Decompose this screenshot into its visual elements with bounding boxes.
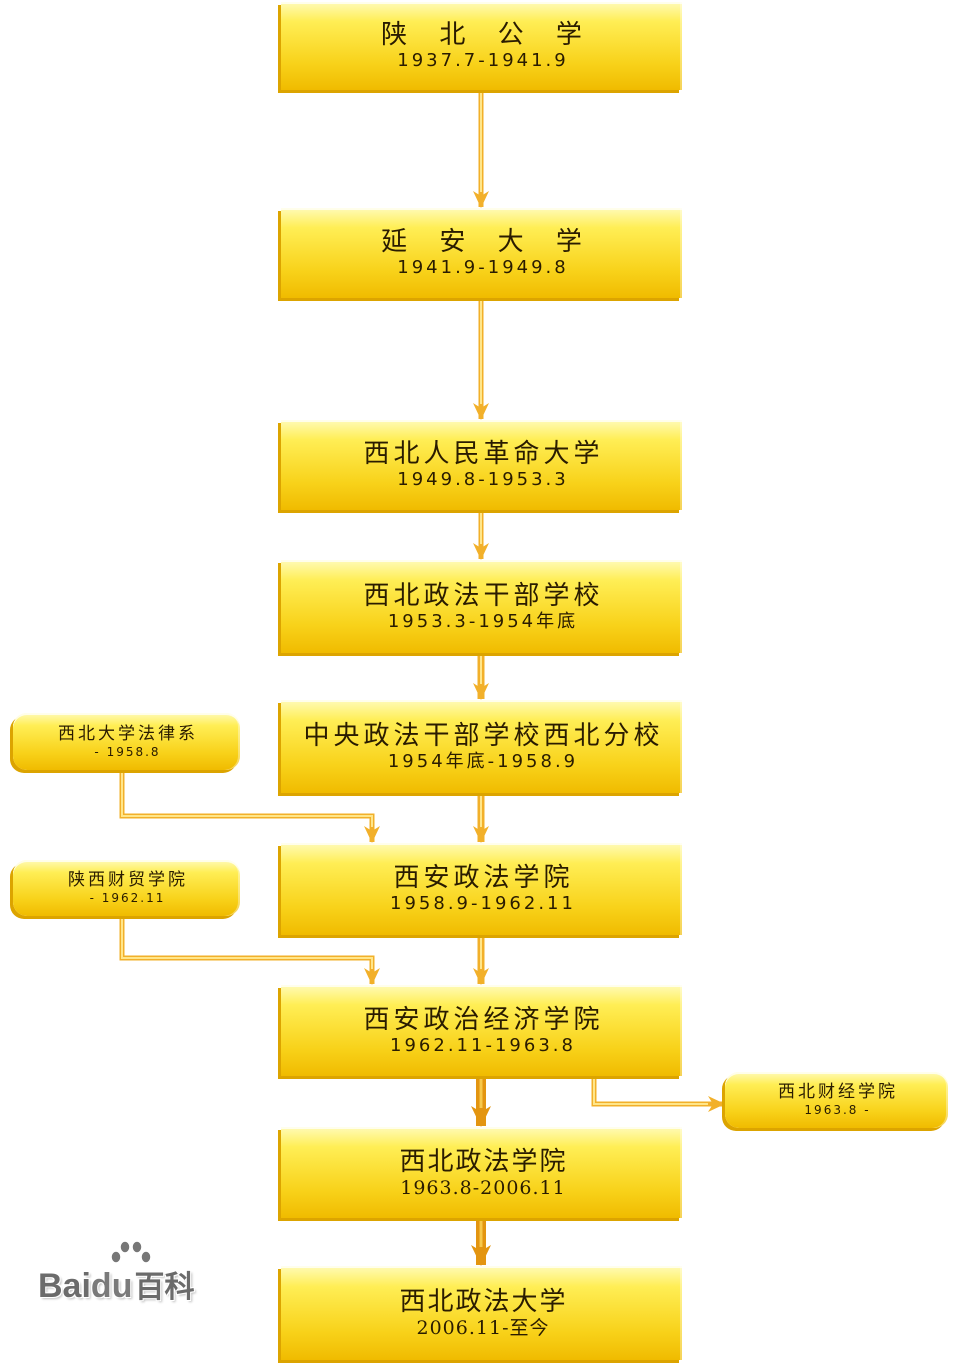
node-period: 1941.9-1949.8: [397, 257, 569, 278]
paw-toe: [110, 1250, 122, 1264]
node-zhongyang-zhengfa-xibei-fenxiao: 中央政法干部学校西北分校 1954年底-1958.9: [281, 700, 682, 793]
node-xibei-zhengfa-daxue: 西北政法大学 2006.11-至今: [281, 1266, 682, 1360]
paw-toe: [119, 1240, 131, 1254]
watermark-baike: 百科: [134, 1270, 195, 1305]
node-xibei-zhengfa-ganbu-xuexiao: 西北政法干部学校 1953.3-1954年底: [281, 560, 682, 653]
watermark-du: du: [90, 1267, 133, 1305]
node-name: 延 安 大 学: [381, 227, 586, 257]
side-node-period: - 1962.11: [89, 891, 166, 905]
side-node-period: 1963.8 -: [804, 1103, 871, 1117]
baidu-paw-icon: [110, 1240, 152, 1264]
node-period: 2006.11-至今: [416, 1317, 550, 1339]
side-node-xibei-daxue-falvxi: 西北大学法律系 - 1958.8: [13, 713, 240, 770]
node-period: 1958.9-1962.11: [390, 893, 576, 914]
node-name: 中央政法干部学校西北分校: [303, 720, 664, 751]
node-name: 西北政法学院: [399, 1146, 568, 1177]
node-period: 1963.8-2006.11: [400, 1176, 566, 1199]
node-name: 西安政治经济学院: [363, 1004, 604, 1035]
side-node-shaanxi-caimao-xueyuan: 陕西财贸学院 - 1962.11: [13, 860, 240, 916]
baidu-baike-watermark: Baidu百科: [38, 1262, 194, 1306]
node-xibei-renmin-geming-daxue: 西北人民革命大学 1949.8-1953.3: [281, 420, 682, 510]
watermark-bai: Bai: [38, 1267, 91, 1305]
node-period: 1953.3-1954年底: [387, 610, 579, 632]
node-xian-zhengfa-xueyuan: 西安政法学院 1958.9-1962.11: [281, 843, 682, 935]
node-xian-zhengzhi-jingji-xueyuan: 西安政治经济学院 1962.11-1963.8: [281, 985, 682, 1076]
node-period: 1954年底-1958.9: [387, 750, 579, 772]
connector-highlight: [121, 770, 373, 827]
node-name: 西北人民革命大学: [363, 439, 604, 469]
node-name: 西北政法干部学校: [363, 580, 604, 611]
connector-zhengjing-to-caijing: [591, 1076, 725, 1112]
side-node-name: 西北大学法律系: [58, 723, 198, 744]
node-xibei-zhengfa-xueyuan: 西北政法学院 1963.8-2006.11: [281, 1127, 682, 1218]
side-node-period: - 1958.8: [94, 744, 161, 759]
node-name: 西安政法学院: [393, 863, 574, 893]
connector-highlight: [121, 916, 373, 969]
node-period: 1937.7-1941.9: [397, 50, 569, 71]
connector-highlight: [593, 1076, 708, 1105]
node-name: 陕 北 公 学: [381, 20, 586, 50]
paw-toe: [131, 1240, 143, 1254]
side-node-xibei-caijing-xueyuan: 西北财经学院 1963.8 -: [725, 1072, 948, 1128]
side-node-name: 陕西财贸学院: [68, 870, 188, 890]
node-name: 西北政法大学: [399, 1287, 568, 1317]
node-period: 1949.8-1953.3: [397, 469, 569, 490]
node-period: 1962.11-1963.8: [390, 1034, 576, 1056]
node-yanan-daxue: 延 安 大 学 1941.9-1949.8: [281, 208, 682, 298]
paw-toe: [140, 1250, 152, 1264]
node-shanbei-gongxue: 陕 北 公 学 1937.7-1941.9: [281, 2, 682, 90]
side-node-name: 西北财经学院: [778, 1082, 898, 1102]
